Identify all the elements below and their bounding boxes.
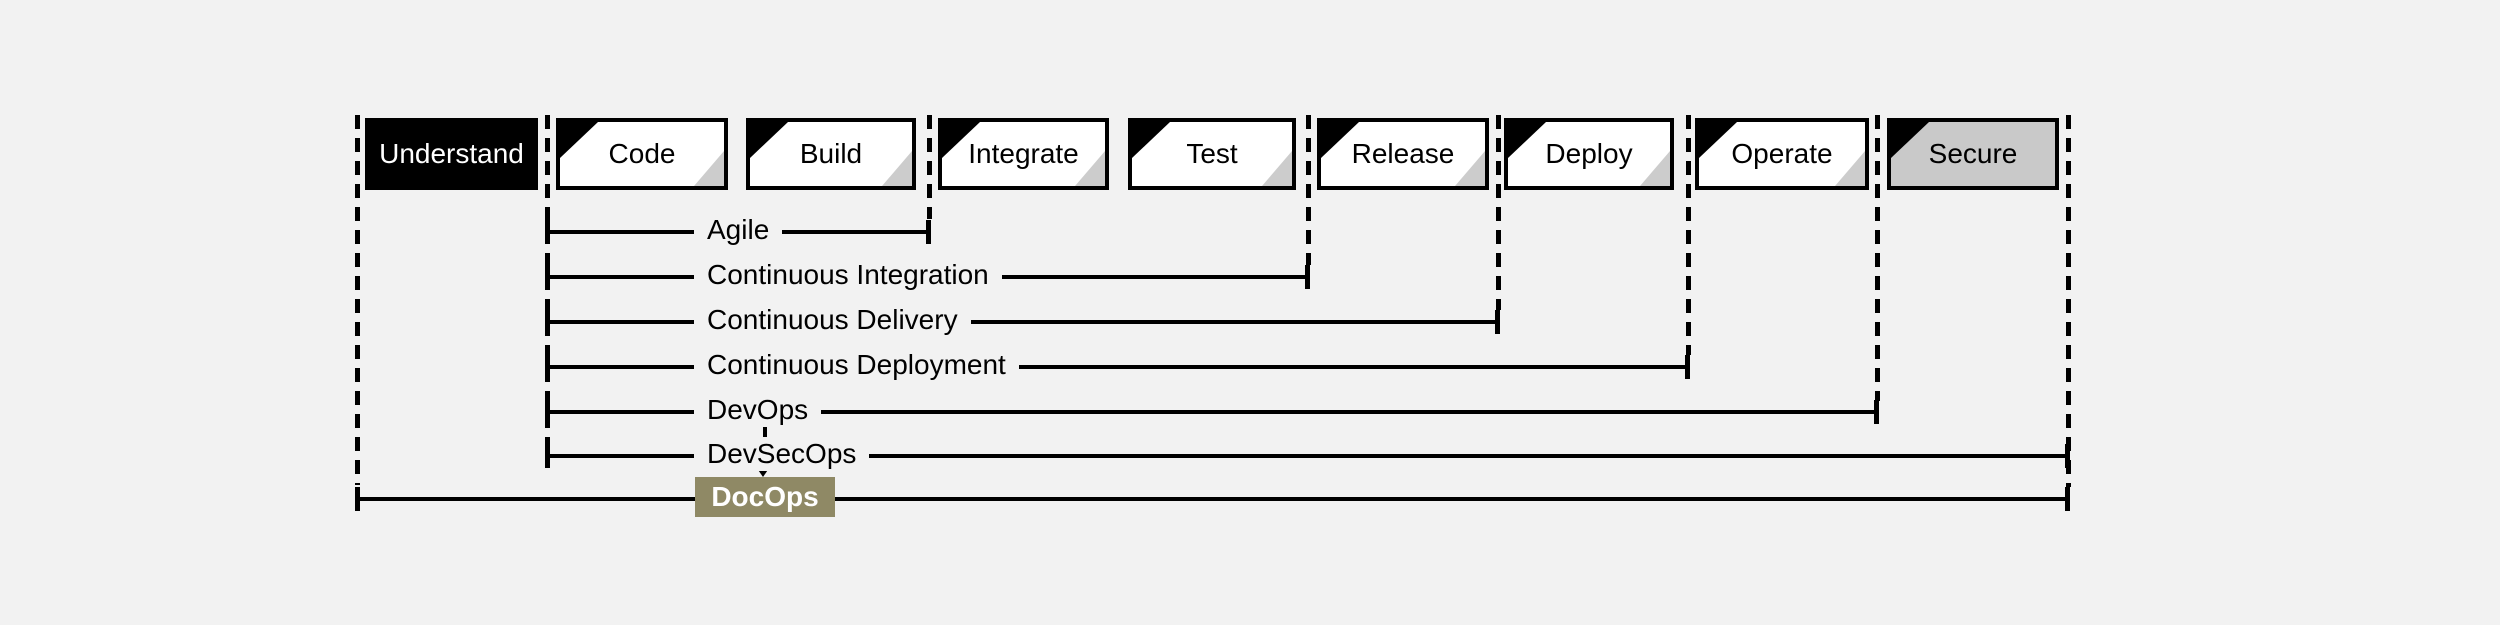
stage-label-code: Code bbox=[608, 138, 676, 169]
range-end-tick bbox=[1874, 400, 1879, 424]
range-end-tick bbox=[1305, 265, 1310, 289]
corner-fold-gray-icon bbox=[694, 151, 724, 186]
span-row-continuous-integration: Continuous Integration bbox=[545, 258, 1310, 292]
devops-to-docops-dotted-line bbox=[763, 427, 767, 442]
boundary-dashed-line-operate-right bbox=[1875, 115, 1880, 401]
stage-box-secure: Secure bbox=[1887, 118, 2059, 190]
span-row-continuous-deployment: Continuous Deployment bbox=[545, 348, 1690, 382]
docops-badge: DocOps bbox=[695, 477, 835, 517]
span-label-continuous-delivery: Continuous Delivery bbox=[694, 303, 971, 337]
stage-label-operate: Operate bbox=[1731, 138, 1833, 169]
stage-label-release: Release bbox=[1351, 138, 1455, 169]
span-row-devsecops: DevSecOps bbox=[545, 437, 2070, 471]
stage-label-deploy: Deploy bbox=[1545, 138, 1633, 169]
boundary-dashed-line-deploy-right bbox=[1686, 115, 1691, 355]
stage-label-understand: Understand bbox=[379, 138, 524, 169]
corner-fold-black-icon bbox=[560, 122, 598, 158]
range-end-tick bbox=[1495, 310, 1500, 334]
corner-fold-gray-icon bbox=[1835, 151, 1865, 186]
stage-box-integrate: Integrate bbox=[938, 118, 1109, 190]
corner-fold-gray-icon bbox=[1075, 151, 1105, 186]
span-label-devops: DevOps bbox=[694, 393, 822, 427]
boundary-dashed-line-understand-left bbox=[355, 115, 360, 485]
stage-box-build: Build bbox=[746, 118, 916, 190]
span-row-docops: DocOps bbox=[355, 477, 2070, 517]
range-start-tick bbox=[545, 444, 550, 468]
range-start-tick bbox=[545, 310, 550, 334]
boundary-dashed-line-release-right bbox=[1496, 115, 1501, 310]
corner-fold-black-icon bbox=[1508, 122, 1546, 158]
boundary-dashed-line-test-right bbox=[1306, 115, 1311, 265]
corner-fold-gray-icon bbox=[1640, 151, 1670, 186]
span-label-continuous-integration: Continuous Integration bbox=[694, 258, 1002, 292]
span-label-agile: Agile bbox=[694, 213, 783, 247]
stage-box-release: Release bbox=[1317, 118, 1489, 190]
stage-label-integrate: Integrate bbox=[968, 138, 1079, 169]
range-start-tick bbox=[545, 355, 550, 379]
range-end-tick bbox=[1685, 355, 1690, 379]
stage-box-understand: Understand bbox=[365, 118, 538, 190]
stage-box-test: Test bbox=[1128, 118, 1296, 190]
span-label-continuous-deployment: Continuous Deployment bbox=[694, 348, 1019, 382]
stage-label-build: Build bbox=[799, 138, 863, 169]
span-row-agile: Agile bbox=[545, 213, 931, 247]
range-start-tick bbox=[545, 265, 550, 289]
range-end-tick bbox=[2065, 487, 2070, 511]
corner-fold-black-icon bbox=[1132, 122, 1170, 158]
range-end-tick bbox=[926, 220, 931, 244]
corner-fold-black-icon bbox=[1891, 122, 1929, 158]
boundary-dashed-line-build-right bbox=[927, 115, 932, 219]
range-start-tick bbox=[545, 400, 550, 424]
corner-fold-gray-icon bbox=[1455, 151, 1485, 186]
stage-box-operate: Secure Operate bbox=[1695, 118, 1869, 190]
boundary-dashed-line-secure-right bbox=[2066, 115, 2071, 487]
span-row-continuous-delivery: Continuous Delivery bbox=[545, 303, 1500, 337]
stage-box-code: Code bbox=[556, 118, 728, 190]
stage-label-test: Test bbox=[1186, 138, 1238, 169]
corner-fold-gray-icon bbox=[1262, 151, 1292, 186]
stage-box-deploy: Deploy bbox=[1504, 118, 1674, 190]
range-end-tick bbox=[2065, 444, 2070, 468]
span-row-devops: DevOps bbox=[545, 393, 1879, 427]
range-start-tick bbox=[355, 487, 360, 511]
corner-fold-gray-icon bbox=[882, 151, 912, 186]
stage-label-secure: Secure bbox=[1928, 138, 2018, 169]
span-label-devsecops: DevSecOps bbox=[694, 437, 870, 471]
range-start-tick bbox=[545, 220, 550, 244]
corner-fold-black-icon bbox=[750, 122, 788, 158]
